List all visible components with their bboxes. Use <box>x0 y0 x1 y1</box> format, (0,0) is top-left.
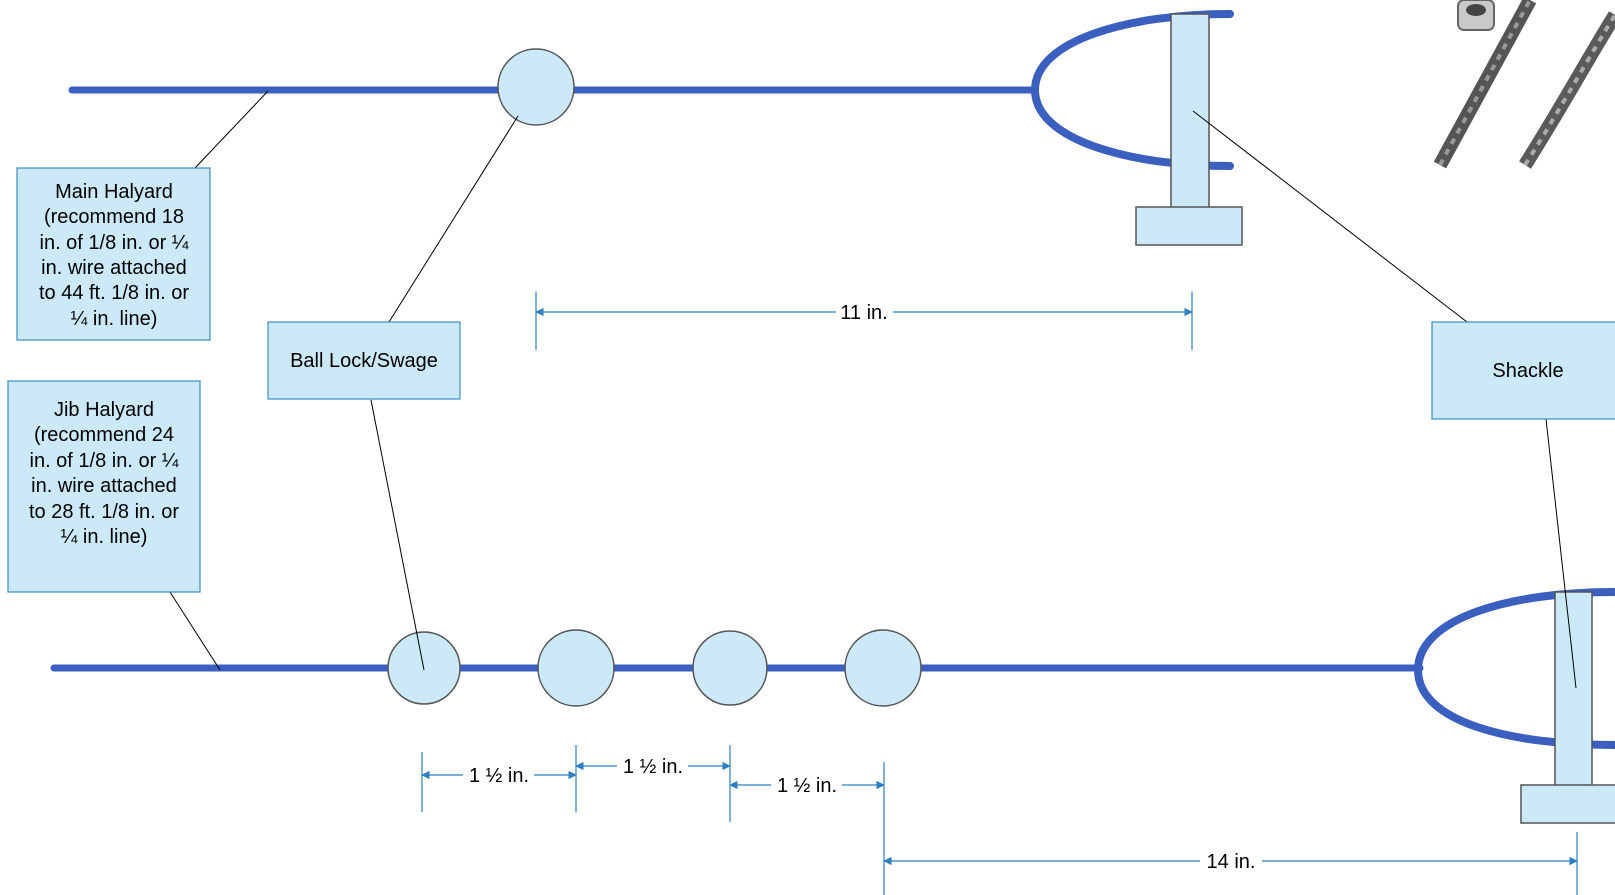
main-shackle-pin <box>1170 13 1210 209</box>
jib-shackle-pin <box>1554 591 1593 788</box>
shackle-label: Shackle <box>1492 360 1563 382</box>
jib-shackle-base <box>1520 784 1615 824</box>
main-halyard-line-2: (recommend 18 <box>44 206 184 228</box>
main-halyard-callout: Main Halyard (recommend 18 in. of 1/8 in… <box>16 167 211 341</box>
jib-halyard-line-6: ¼ in. line) <box>61 526 148 548</box>
jib-halyard-line-4: in. wire attached <box>31 475 177 497</box>
dimension-top-span <box>535 292 1193 350</box>
main-halyard-line-1: Main Halyard <box>55 181 173 203</box>
jib-ball-4 <box>844 629 922 707</box>
jib-halyard-line-1: Jib Halyard <box>54 399 154 421</box>
dimension-bottom-span <box>883 832 1578 895</box>
main-halyard-line-5: to 44 ft. 1/8 in. or <box>39 282 189 304</box>
wire-rope-cable-photo-icon <box>1425 0 1615 169</box>
main-ball-lock <box>497 48 575 126</box>
jib-shackle-loop <box>1413 588 1615 749</box>
dimension-top-span-label: 11 in. <box>840 302 887 324</box>
ball-lock-label: Ball Lock/Swage <box>290 350 438 372</box>
main-halyard-assembly <box>68 10 1243 246</box>
jib-ball-2 <box>537 629 615 707</box>
shackle-callout: Shackle <box>1431 321 1615 420</box>
jib-halyard-line-5: to 28 ft. 1/8 in. or <box>29 501 179 523</box>
ball-lock-callout: Ball Lock/Swage <box>267 321 461 400</box>
main-halyard-line-4: in. wire attached <box>41 257 187 279</box>
jib-halyard-callout: Jib Halyard (recommend 24 in. of 1/8 in.… <box>7 380 201 593</box>
dimension-spacing-2-label: 1 ½ in. <box>623 756 683 778</box>
main-shackle-loop <box>1030 10 1234 170</box>
dimension-bottom-span-label: 14 in. <box>1207 851 1256 873</box>
dimension-spacing-3-label: 1 ½ in. <box>777 775 837 797</box>
main-halyard-line-3: in. of 1/8 in. or ¼ <box>40 232 189 254</box>
main-halyard-line-6: ¼ in. line) <box>71 308 158 330</box>
jib-halyard-line-3: in. of 1/8 in. or ¼ <box>30 450 179 472</box>
main-shackle-base <box>1135 206 1243 246</box>
dimension-spacing-1-label: 1 ½ in. <box>469 765 529 787</box>
dimension-spacing-1 <box>421 745 577 812</box>
jib-halyard-line-2: (recommend 24 <box>34 424 174 446</box>
jib-ball-3 <box>692 630 768 706</box>
dimension-spacing-3 <box>729 762 885 895</box>
leader-lines <box>169 90 1577 689</box>
